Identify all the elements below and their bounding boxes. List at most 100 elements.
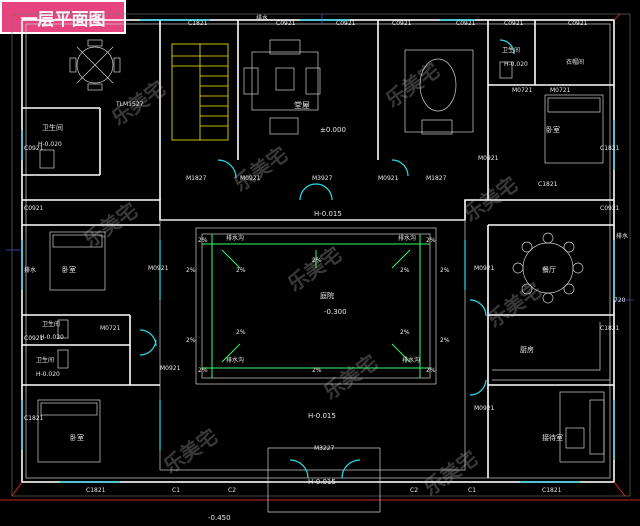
- entry-steps: [267, 482, 381, 513]
- label-elev-court-bottom: H-0.015: [308, 412, 336, 420]
- svg-text:C0921: C0921: [392, 20, 412, 27]
- axis-lines: [6, 14, 634, 301]
- svg-text:2%: 2%: [236, 267, 246, 274]
- svg-text:2%: 2%: [312, 257, 322, 264]
- elev-label-hall: ±0.000: [320, 126, 346, 134]
- svg-text:C0921: C0921: [24, 335, 44, 342]
- svg-text:C1821: C1821: [188, 20, 208, 27]
- svg-text:M0921: M0921: [378, 175, 399, 182]
- label-elev-site: -0.450: [208, 514, 231, 522]
- room-label-dining: 餐厅: [542, 265, 556, 274]
- room-label-hall: 堂屋: [294, 100, 310, 110]
- label-ditch-tl: 排水沟: [226, 234, 244, 242]
- tub-topright: [404, 49, 474, 135]
- elev-label-tl-bath: H-0.020: [38, 141, 62, 148]
- courtyard-inner-outline: [201, 233, 431, 379]
- room-label-living: 接待室: [542, 433, 563, 442]
- svg-text:C0921: C0921: [504, 20, 524, 27]
- svg-text:M0921: M0921: [160, 365, 181, 372]
- watermarks: 乐美宅 乐美宅 乐美宅 乐美宅 乐美宅 乐美宅 乐美宅 乐美宅 乐美宅 乐美宅: [79, 58, 546, 500]
- svg-text:乐美宅: 乐美宅: [459, 172, 522, 226]
- svg-text:C1821: C1821: [24, 415, 44, 422]
- svg-text:C0921: C0921: [456, 20, 476, 27]
- furniture: [37, 39, 611, 463]
- entry-porch: [267, 447, 381, 483]
- room-label-left-bed2: 卧室: [70, 433, 84, 442]
- svg-text:2%: 2%: [400, 329, 410, 336]
- svg-text:C2: C2: [228, 487, 236, 494]
- label-ditch-br: 排水沟: [402, 356, 420, 364]
- svg-text:C0921: C0921: [24, 205, 44, 212]
- courtyard-band: [159, 219, 466, 471]
- svg-text:C0921: C0921: [24, 145, 44, 152]
- svg-text:2%: 2%: [198, 367, 208, 374]
- svg-text:2%: 2%: [186, 267, 196, 274]
- elev-label-left-bath1: H-0.020: [40, 334, 64, 341]
- svg-text:M1827: M1827: [186, 175, 207, 182]
- svg-text:M0721: M0721: [100, 325, 121, 332]
- room-label-tr-bed: 卧室: [546, 125, 560, 134]
- elev-label-tr-bath: H-0.020: [504, 61, 528, 68]
- bed-left-1: [49, 231, 106, 291]
- svg-text:C0921: C0921: [568, 20, 588, 27]
- bed-left-2: [37, 399, 101, 463]
- svg-text:2%: 2%: [426, 367, 436, 374]
- room-label-cloak: 衣帽间: [566, 58, 584, 66]
- slope-arrows: [221, 249, 411, 363]
- svg-text:乐美宅: 乐美宅: [483, 278, 546, 332]
- door-swings: [139, 39, 515, 479]
- svg-text:C0921: C0921: [336, 20, 356, 27]
- svg-text:C1: C1: [468, 487, 476, 494]
- svg-text:乐美宅: 乐美宅: [381, 58, 444, 112]
- svg-text:M3227: M3227: [314, 445, 335, 452]
- svg-text:乐美宅: 乐美宅: [283, 242, 346, 296]
- label-elev-court-top: H-0.015: [314, 210, 342, 218]
- sofa-reception: [559, 391, 605, 463]
- site-boundary: [11, 13, 631, 497]
- label-drain-top: 排水: [256, 14, 268, 22]
- opening-codes: C1821 C0921 C0921 C0921 C0921 C0921 C092…: [24, 20, 620, 494]
- svg-text:乐美宅: 乐美宅: [319, 350, 382, 404]
- svg-text:2%: 2%: [440, 337, 450, 344]
- svg-text:C1821: C1821: [600, 145, 620, 152]
- svg-text:TLM1527: TLM1527: [115, 101, 144, 108]
- svg-text:2%: 2%: [198, 237, 208, 244]
- svg-text:C1: C1: [172, 487, 180, 494]
- svg-text:M0921: M0921: [474, 405, 495, 412]
- slope-labels: 2% 2% 2% 2% 2% 2% 2% 2% 2% 2% 2% 2% 2% 2…: [186, 237, 450, 374]
- elev-label-left-bath2: H-0.020: [36, 371, 60, 378]
- windows: [21, 19, 615, 483]
- svg-text:2%: 2%: [426, 237, 436, 244]
- bed-topright: [544, 94, 604, 164]
- svg-text:2%: 2%: [400, 267, 410, 274]
- room-label-left-bath1: 卫生间: [42, 320, 60, 328]
- svg-text:M0721: M0721: [550, 87, 571, 94]
- svg-text:M3927: M3927: [312, 175, 333, 182]
- svg-text:C0921: C0921: [600, 205, 620, 212]
- dimension-ticks: [11, 13, 626, 497]
- label-dim-720: 720: [614, 297, 626, 304]
- room-label-courtyard: 庭院: [320, 291, 334, 300]
- svg-text:M0921: M0921: [474, 265, 495, 272]
- svg-text:C1821: C1821: [538, 181, 558, 188]
- svg-text:M1827: M1827: [426, 175, 447, 182]
- room-label-tl-bath: 卫生间: [42, 123, 63, 132]
- room-label-kitchen: 厨房: [520, 345, 534, 354]
- label-drain-right: 排水: [616, 232, 628, 240]
- toilets: [39, 61, 513, 369]
- elev-label-courtyard: -0.300: [324, 308, 347, 316]
- svg-text:C1821: C1821: [86, 487, 106, 494]
- svg-text:C0921: C0921: [276, 20, 296, 27]
- svg-text:M0921: M0921: [478, 155, 499, 162]
- svg-text:2%: 2%: [440, 267, 450, 274]
- label-ditch-bl: 排水沟: [226, 356, 244, 364]
- svg-text:M0721: M0721: [512, 87, 533, 94]
- svg-text:M0921: M0921: [240, 175, 261, 182]
- courtyard-outline: [195, 227, 437, 385]
- svg-text:C1821: C1821: [600, 325, 620, 332]
- kitchen-counter: [492, 322, 611, 381]
- svg-text:M0921: M0921: [148, 265, 169, 272]
- svg-text:C2: C2: [410, 487, 418, 494]
